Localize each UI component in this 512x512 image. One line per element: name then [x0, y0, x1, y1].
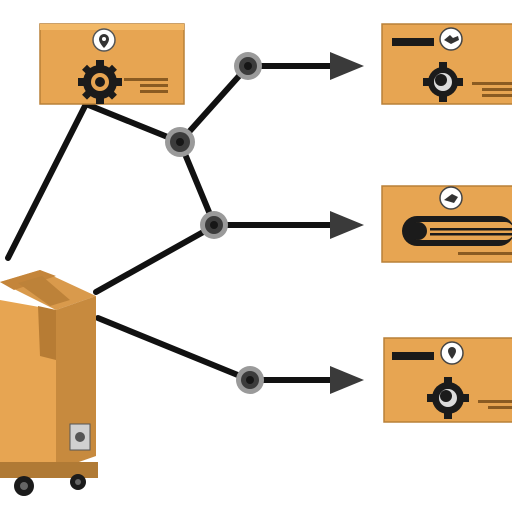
label-bar [392, 38, 434, 46]
hand-icon [439, 27, 463, 51]
junction-node-icon [165, 127, 195, 157]
line-source-bottomnode [95, 315, 253, 383]
gear-icon [423, 62, 463, 102]
target-middle [381, 185, 512, 263]
cardboard-box-icon [0, 270, 98, 496]
detail-stripe [488, 406, 512, 409]
top-left-panel [39, 23, 185, 105]
arrow-right-icon [250, 52, 364, 80]
gear-icon [78, 60, 122, 104]
detail-stripe [478, 400, 512, 403]
line-topbox-hub [83, 101, 183, 145]
location-pin-icon [92, 28, 116, 52]
gear-icon [427, 377, 469, 419]
line-hub-topnode [177, 63, 251, 145]
line-source-midnode [93, 223, 217, 295]
arrow-right-icon [252, 366, 364, 394]
location-pin-icon [440, 341, 464, 365]
target-bottom [383, 337, 512, 423]
label-bar [392, 352, 434, 360]
detail-stripe [472, 82, 512, 85]
junction-node-icon [200, 211, 228, 239]
junction-node-icon [236, 366, 264, 394]
roller-band [402, 216, 512, 246]
junction-nodes [165, 52, 264, 394]
arrows [216, 52, 364, 394]
detail-stripe [482, 94, 512, 97]
detail-stripe [140, 90, 168, 93]
detail-stripe [458, 252, 512, 255]
arrow-right-icon [216, 211, 364, 239]
junction-node-icon [234, 52, 262, 80]
line-source-up [5, 101, 89, 261]
tag-icon [439, 186, 463, 210]
target-top [381, 23, 512, 105]
detail-stripe [140, 84, 168, 87]
detail-stripe [482, 88, 512, 91]
detail-stripe [124, 78, 168, 81]
